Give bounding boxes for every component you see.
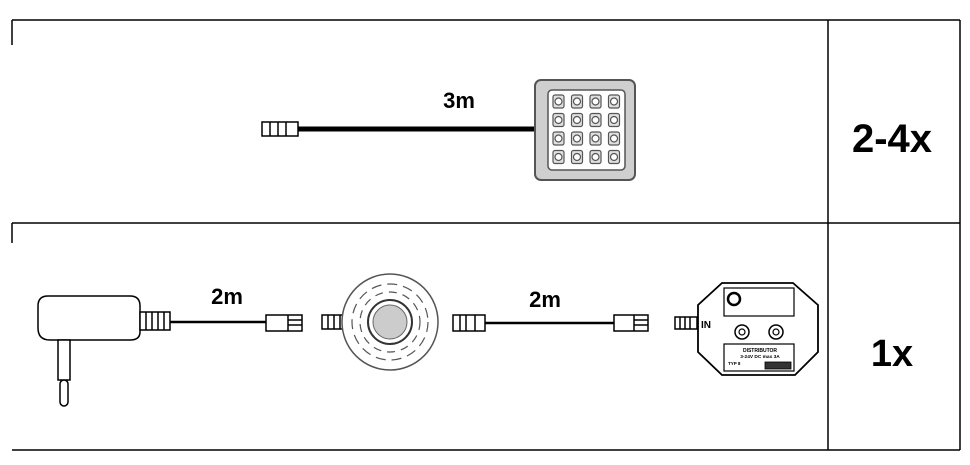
led-lens (591, 152, 600, 162)
connector-plug (265, 314, 303, 332)
led-lens (554, 97, 563, 106)
led-lens (591, 115, 600, 125)
led-lens (572, 97, 582, 106)
led-lens (591, 97, 600, 106)
touch-dimmer-switch (341, 273, 439, 371)
led-lens (554, 134, 563, 143)
led-lens (572, 152, 582, 162)
quantity-label: 2-4x (852, 117, 932, 161)
switch-cable-length-label: 2m (529, 287, 561, 312)
connector-plug (261, 121, 299, 137)
led-lens (554, 152, 563, 162)
quantity-label: 1x (871, 333, 913, 375)
led-lens (572, 134, 582, 143)
connector-socket (452, 314, 486, 332)
led-lens (572, 115, 582, 125)
led-panel-assembly (261, 79, 636, 181)
distributor-type: TYP 8 (728, 361, 741, 366)
table-grid (11, 19, 961, 451)
led-lens (609, 152, 619, 162)
distributor-box (697, 282, 819, 376)
power-adapter (37, 295, 171, 407)
distributor-rating: 3-24V DC max 3A (740, 354, 780, 360)
led-lens (609, 134, 619, 143)
led-lens (554, 115, 563, 125)
connector-plug (613, 314, 649, 332)
led-lens (609, 115, 619, 125)
cable-length-label: 3m (443, 88, 475, 113)
connector-socket (674, 316, 698, 330)
distributor-title: DISTRIBUTOR (743, 348, 777, 354)
led-grid (552, 94, 621, 165)
input-label: IN (701, 320, 711, 331)
adapter-cable-length-label: 2m (211, 284, 243, 309)
led-lens (591, 134, 600, 143)
led-lens (609, 97, 619, 106)
